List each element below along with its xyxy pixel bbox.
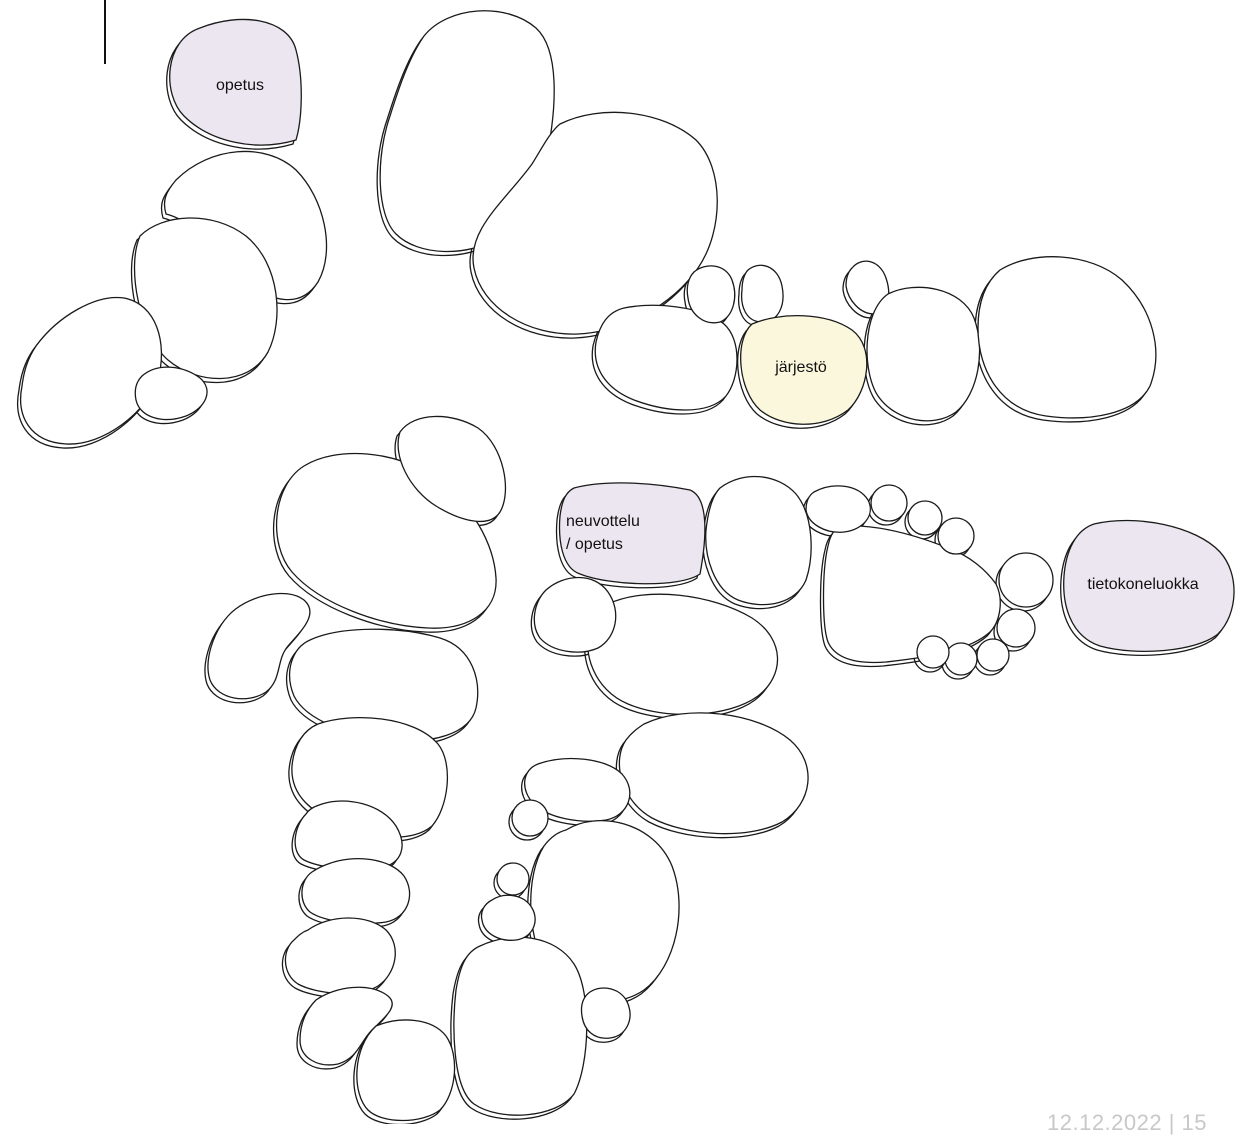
room-pebble [356, 1019, 456, 1122]
room-pebble [740, 264, 784, 323]
room-pebble [976, 638, 1010, 672]
label-neuvottelu: neuvottelu [566, 513, 640, 530]
room-pebble [301, 857, 411, 925]
room-pebble [998, 552, 1054, 608]
room-pebble [870, 484, 908, 522]
room-pebble [20, 296, 163, 445]
cluster-top-right [379, 10, 1157, 425]
room-pebble [496, 862, 530, 896]
room-pebble [284, 917, 396, 995]
room-pebble [866, 286, 981, 422]
label-neuvottelu-opetus: / opetus [566, 536, 623, 553]
room-pebble [996, 608, 1036, 648]
room-pebble [937, 517, 975, 555]
label-tietokoneluokka: tietokoneluokka [1087, 576, 1198, 593]
room-pebble [580, 987, 631, 1039]
room-pebble [511, 799, 549, 837]
room-pebble [907, 500, 943, 536]
room-pebble [977, 256, 1157, 419]
room-pebble [686, 265, 736, 324]
room-pebble [705, 475, 812, 606]
cluster-top-left [20, 18, 328, 445]
room-neuvottelu-opetus [558, 482, 706, 585]
room-pebble [618, 712, 809, 835]
room-pebble [944, 642, 978, 676]
label-jarjesto: järjestö [774, 359, 827, 376]
room-pebble [822, 525, 1001, 664]
room-pebble [805, 485, 871, 533]
room-pebble [453, 936, 588, 1116]
room-pebble [916, 635, 950, 669]
label-opetus: opetus [216, 77, 264, 94]
room-pebble [533, 576, 617, 653]
room-pebble [480, 894, 536, 941]
footer-date-page: 12.12.2022 | 15 [1047, 1110, 1208, 1135]
